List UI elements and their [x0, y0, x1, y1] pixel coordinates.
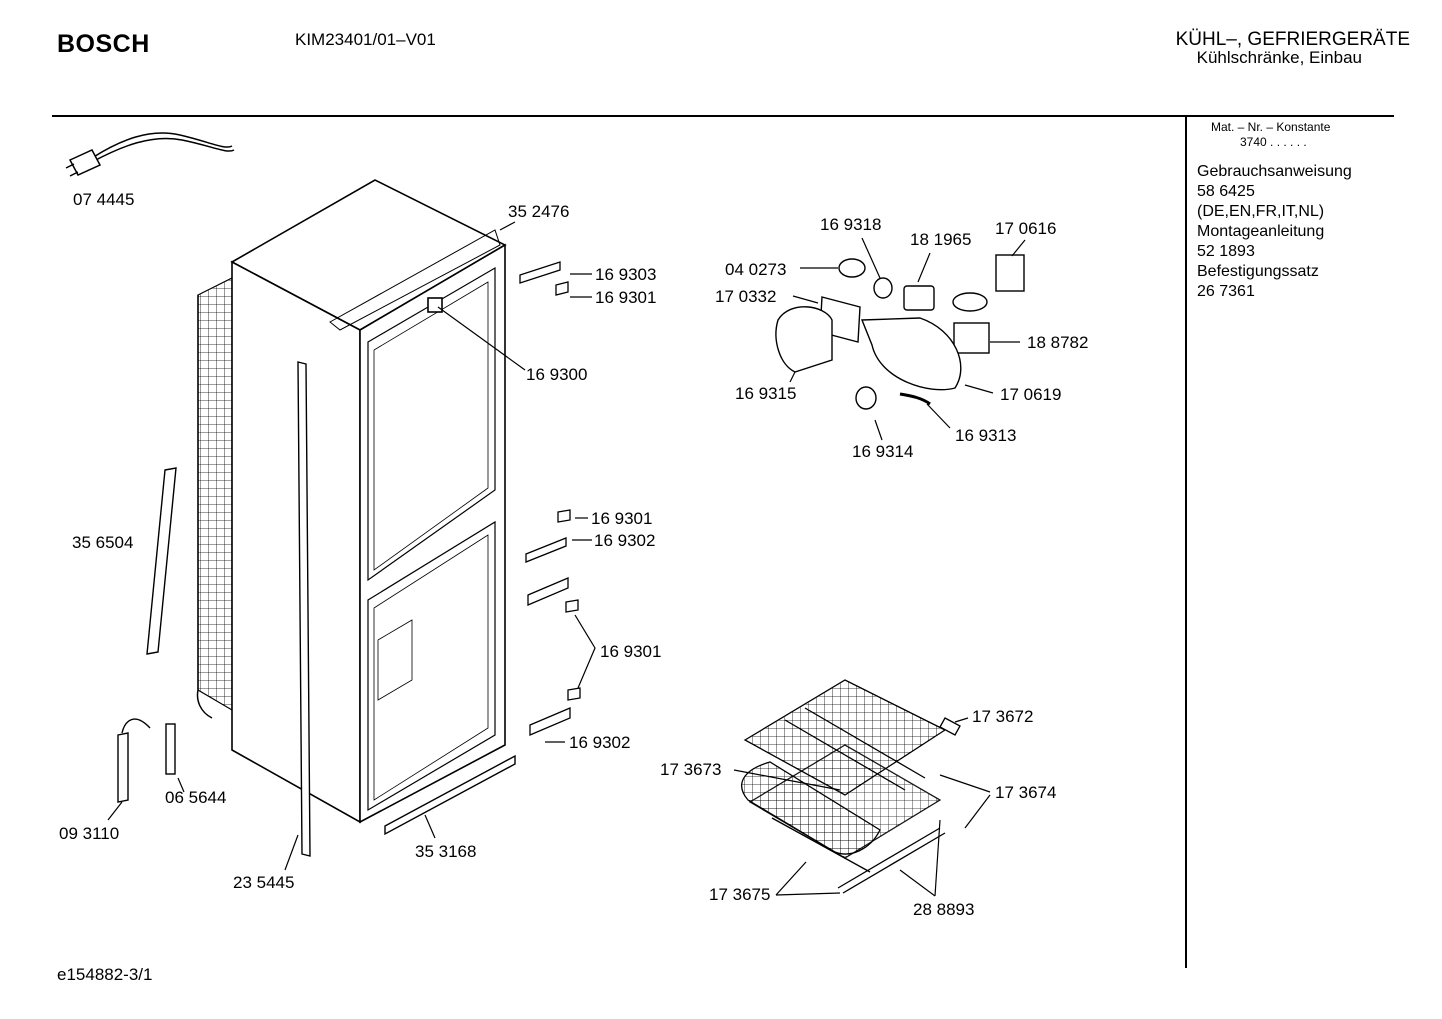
part-label: 16 9303 [595, 265, 656, 284]
part-label: 35 3168 [415, 842, 476, 861]
evaporator-drawing [741, 679, 961, 894]
bottom-trim-drawing [384, 754, 516, 836]
part-label: 07 4445 [73, 190, 134, 209]
part-label: 17 3675 [709, 885, 770, 904]
leader-lines [107, 221, 1026, 897]
power-cord-drawing [65, 132, 235, 177]
bracket-drawings [519, 261, 581, 736]
part-label: 23 5445 [233, 873, 294, 892]
sidebar-item: Gebrauchsanweisung [1197, 163, 1352, 180]
part-label: 17 3673 [660, 760, 721, 779]
sidebar-item: (DE,EN,FR,IT,NL) [1197, 203, 1325, 220]
part-label: 28 8893 [913, 900, 974, 919]
brand-logo: BOSCH [57, 30, 150, 58]
category-title: KÜHL–, GEFRIERGERÄTE [1175, 29, 1410, 50]
part-label: 16 9302 [594, 531, 655, 550]
part-label: 04 0273 [725, 260, 786, 279]
part-label: 16 9300 [526, 365, 587, 384]
part-label: 16 9301 [595, 288, 656, 307]
part-label: 16 9315 [735, 384, 796, 403]
seal-strip-drawing [146, 467, 177, 655]
part-label: 35 6504 [72, 533, 133, 552]
category-subtitle: Kühlschränke, Einbau [1196, 48, 1362, 67]
part-label: 17 0332 [715, 287, 776, 306]
part-label: 35 2476 [508, 202, 569, 221]
cabinet-drawing [230, 179, 507, 824]
part-label: 16 9318 [820, 215, 881, 234]
part-label: 17 0619 [1000, 385, 1061, 404]
sidebar-item: Montageanleitung [1197, 223, 1325, 240]
part-label: 17 3674 [995, 783, 1056, 802]
matnr-label: Mat. – Nr. – Konstante [1211, 120, 1331, 134]
trim-strip-drawing [297, 361, 311, 857]
part-label: 17 0616 [995, 219, 1056, 238]
thermostat-parts-drawing [117, 718, 176, 803]
part-label: 18 1965 [910, 230, 971, 249]
lamp-assembly-drawing [775, 254, 1025, 410]
sidebar-item: Befestigungssatz [1197, 263, 1319, 280]
part-label: 18 8782 [1027, 333, 1088, 352]
sidebar-item: 52 1893 [1197, 243, 1255, 260]
matnr-value: 3740 . . . . . . [1240, 135, 1307, 149]
part-label: 16 9301 [591, 509, 652, 528]
part-label: 16 9314 [852, 442, 913, 461]
part-label: 17 3672 [972, 707, 1033, 726]
part-label: 09 3110 [59, 824, 119, 843]
part-label: 16 9313 [955, 426, 1016, 445]
model-number: KIM23401/01–V01 [295, 30, 436, 49]
document-code: e154882-3/1 [57, 965, 153, 984]
part-label: 16 9301 [600, 642, 661, 661]
part-label: 16 9302 [569, 733, 630, 752]
sidebar-item: 26 7361 [1197, 283, 1255, 300]
sidebar-item: 58 6425 [1197, 183, 1255, 200]
condenser-back-drawing [196, 277, 233, 719]
part-label: 06 5644 [165, 788, 226, 807]
